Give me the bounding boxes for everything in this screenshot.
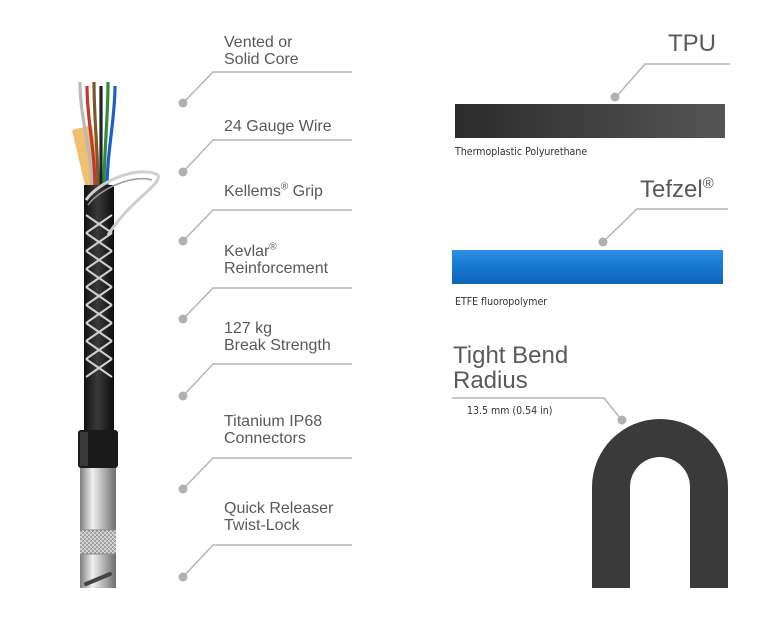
leader-dot bbox=[178, 391, 188, 401]
feature-leaders bbox=[178, 71, 352, 582]
bend-title-line: Radius bbox=[453, 367, 528, 394]
leader-line bbox=[182, 287, 352, 320]
tefzel-dot bbox=[598, 237, 608, 247]
tefzel-title: Tefzel® bbox=[640, 176, 714, 204]
tpu-bar bbox=[455, 104, 725, 138]
feature-line: Quick Releaser bbox=[224, 500, 334, 517]
wire bbox=[78, 81, 94, 191]
leader-line bbox=[182, 209, 352, 242]
grip-strand bbox=[85, 232, 113, 252]
feature-label-strength: 127 kg Break Strength bbox=[224, 320, 331, 354]
tpu-title: TPU bbox=[668, 30, 716, 57]
material-leaders bbox=[452, 63, 730, 419]
tefzel-caption: ETFE fluoropolymer bbox=[455, 296, 548, 308]
leader-dot bbox=[178, 236, 188, 246]
feature-label-gauge: 24 Gauge Wire bbox=[224, 118, 332, 135]
tefzel-reg: ® bbox=[702, 176, 714, 192]
tefzel-bar bbox=[452, 250, 723, 284]
grip-strand bbox=[85, 286, 113, 306]
tpu-dot bbox=[610, 92, 620, 102]
leader-dot bbox=[178, 572, 188, 582]
grip-strand bbox=[85, 358, 113, 378]
feature-line: Twist-Lock bbox=[224, 517, 300, 534]
leader-line bbox=[182, 139, 352, 173]
feature-line: 24 Gauge Wire bbox=[224, 118, 332, 135]
leader-line bbox=[182, 363, 352, 397]
feature-label-twistlock: Quick Releaser Twist-Lock bbox=[224, 500, 333, 534]
wires bbox=[78, 81, 117, 191]
bend-dot bbox=[617, 415, 627, 425]
bend-value: 13.5 mm (0.54 in) bbox=[467, 405, 553, 417]
feature-line: Vented or bbox=[224, 34, 293, 51]
feature-line: 127 kg bbox=[224, 320, 273, 337]
feature-line: Kevlar® bbox=[224, 241, 277, 260]
wire bbox=[92, 81, 100, 191]
grip-strand bbox=[85, 304, 113, 324]
feature-line: Reinforcement bbox=[224, 260, 329, 277]
leader-line bbox=[182, 457, 352, 490]
leader-dot bbox=[178, 484, 188, 494]
bend-title-line: Tight Bend bbox=[453, 342, 569, 369]
grip-strand bbox=[85, 322, 113, 342]
tpu-caption: Thermoplastic Polyurethane bbox=[455, 146, 588, 158]
feature-line: Break Strength bbox=[224, 337, 331, 354]
kellems-grip bbox=[84, 170, 160, 378]
titanium-connector bbox=[80, 468, 116, 588]
grip-strand bbox=[85, 250, 113, 270]
leader-dot bbox=[178, 314, 188, 324]
grip-strand bbox=[85, 340, 113, 360]
feature-line: Connectors bbox=[224, 430, 306, 447]
feature-line: Kellems® Grip bbox=[224, 181, 323, 200]
bend-title: Tight Bend Radius bbox=[453, 343, 568, 393]
wire bbox=[105, 85, 117, 191]
leader-dot bbox=[178, 167, 188, 177]
tefzel-name: Tefzel bbox=[640, 176, 703, 203]
leader-dot bbox=[178, 98, 188, 108]
grip-strand bbox=[85, 214, 113, 234]
grip-strand bbox=[85, 268, 113, 288]
feature-line: Titanium IP68 bbox=[224, 413, 323, 430]
bend-shape bbox=[592, 419, 728, 588]
feature-line: Solid Core bbox=[224, 51, 299, 68]
feature-label-vented: Vented or Solid Core bbox=[224, 34, 299, 68]
feature-label-kellems: Kellems® Grip bbox=[224, 181, 323, 200]
leader-line bbox=[182, 71, 352, 104]
wire bbox=[102, 81, 110, 191]
twist-lock-slot bbox=[84, 572, 112, 586]
feature-label-kevlar: Kevlar® Reinforcement bbox=[224, 241, 329, 277]
wire bbox=[85, 85, 97, 191]
feature-label-connectors: Titanium IP68 Connectors bbox=[224, 413, 322, 447]
leader-line bbox=[182, 544, 352, 578]
